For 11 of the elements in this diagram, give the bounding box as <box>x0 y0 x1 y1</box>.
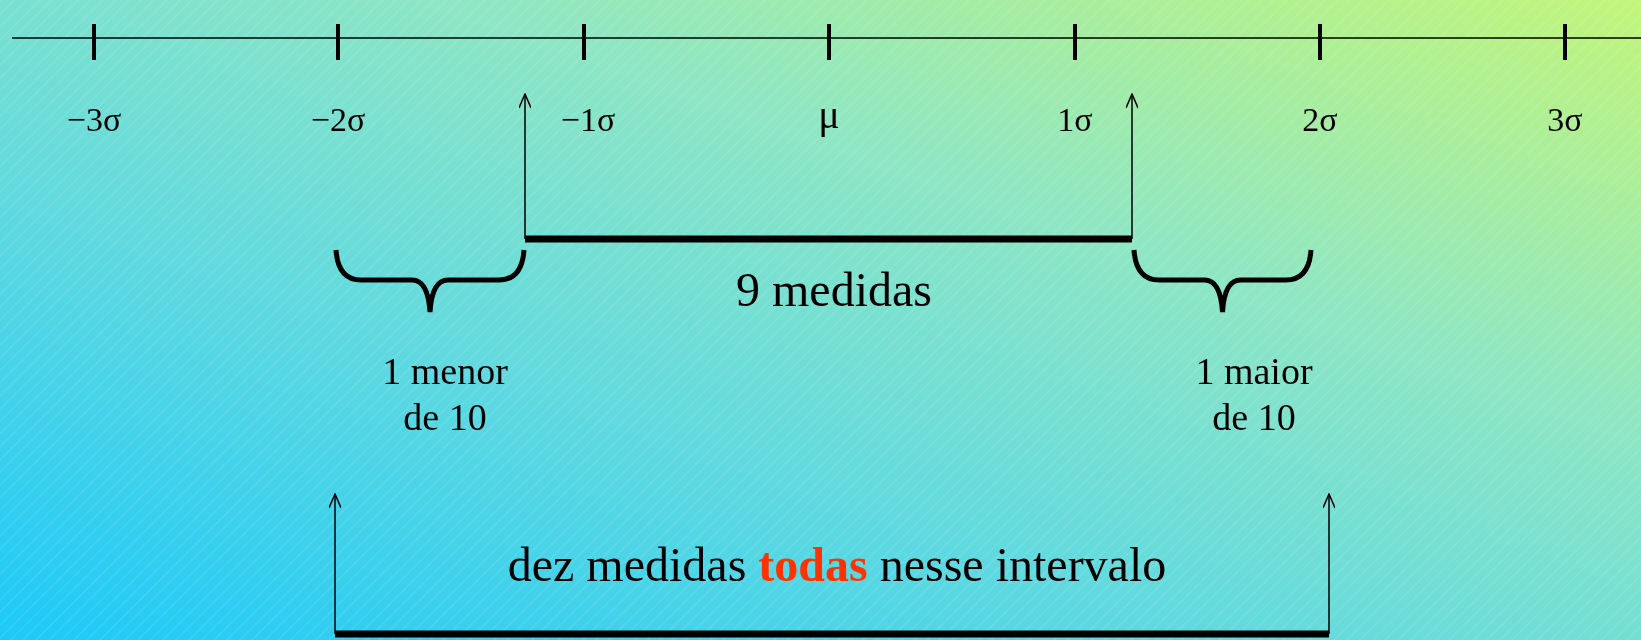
axis-label: 3σ <box>1547 99 1583 140</box>
interval-label: dez medidas todas nesse intervalo <box>507 537 1167 594</box>
axis-label: −2σ <box>310 99 366 140</box>
axis-label: −3σ <box>66 99 122 140</box>
axis-label: 2σ <box>1302 99 1338 140</box>
axis-label: 1σ <box>1057 99 1093 140</box>
brace-label: 1 maior de 10 <box>1194 349 1314 440</box>
brace-label: 1 menor de 10 <box>381 349 509 440</box>
interval-label: 9 medidas <box>736 262 932 319</box>
axis-label: −1σ <box>560 99 616 140</box>
axis-label: μ <box>818 91 840 139</box>
